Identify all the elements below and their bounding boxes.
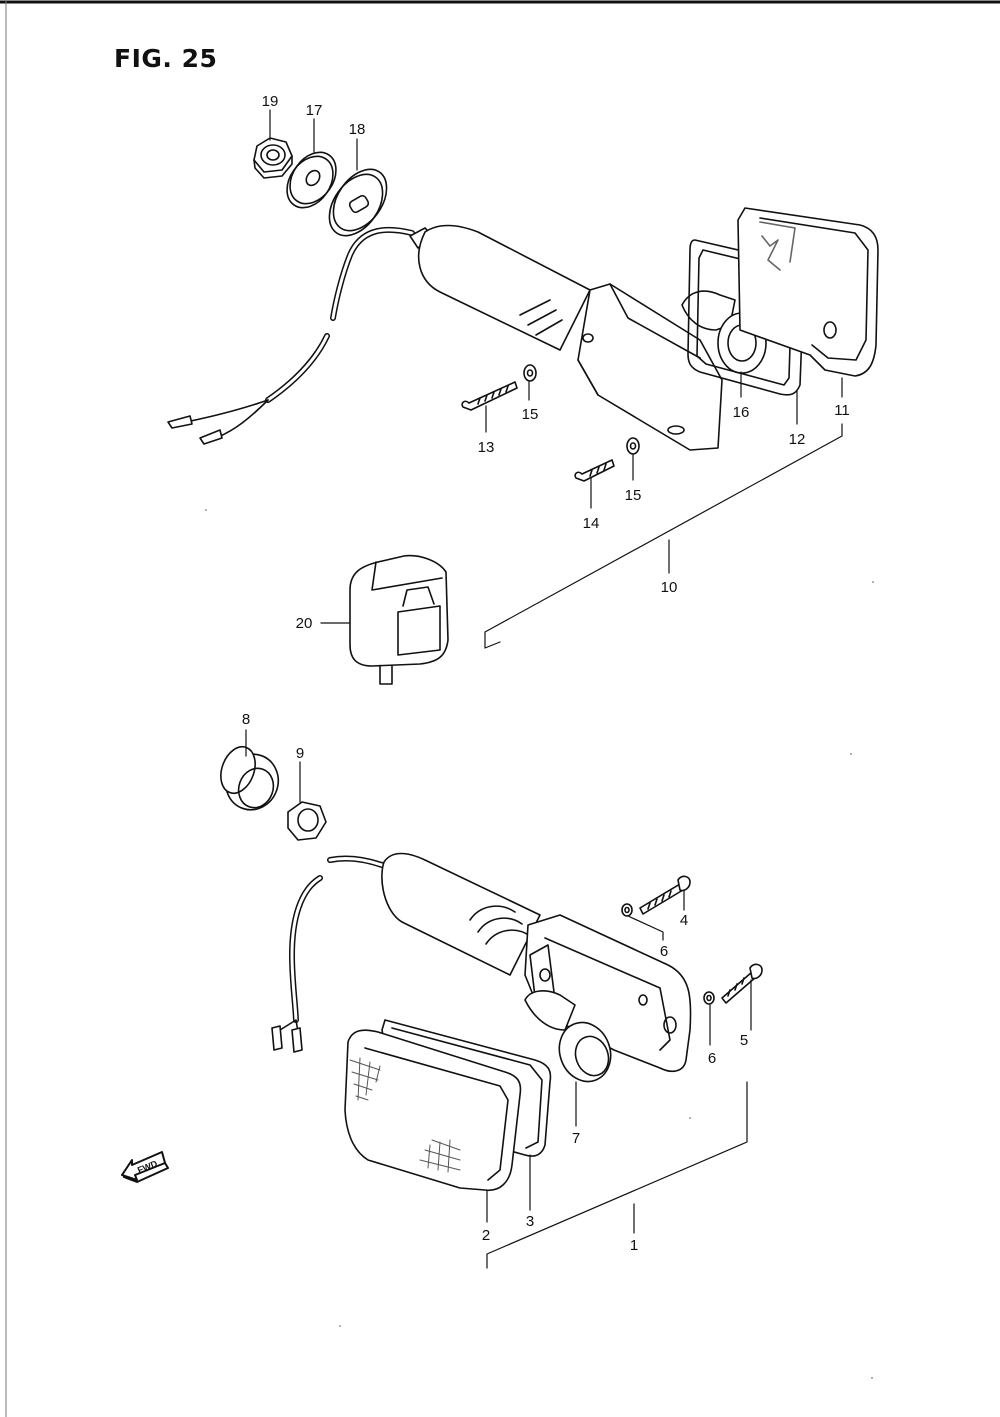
part-14-screw xyxy=(574,459,615,482)
scan-artifacts xyxy=(205,509,874,1379)
part-2-lens xyxy=(344,1029,522,1191)
callout-1: 1 xyxy=(630,1237,638,1254)
callout-4: 4 xyxy=(680,912,688,929)
part-15-nut-upper-a xyxy=(523,364,537,382)
callout-14: 14 xyxy=(583,515,600,532)
callout-15-upper-b: 15 xyxy=(625,487,642,504)
part-3-gasket xyxy=(381,1019,552,1157)
callout-19: 19 xyxy=(262,93,279,110)
figure-title: FIG. 25 xyxy=(114,44,218,73)
part-19-nut xyxy=(253,137,293,179)
callout-2: 2 xyxy=(482,1227,490,1244)
part-17-washer xyxy=(286,151,337,209)
callout-17: 17 xyxy=(306,102,323,119)
part-5-screw xyxy=(721,963,763,1004)
callout-6-b: 6 xyxy=(708,1050,716,1067)
callout-7: 7 xyxy=(572,1130,580,1147)
part-4-screw xyxy=(639,875,691,915)
part-10-signal-housing xyxy=(409,224,723,451)
forward-direction-arrow-icon xyxy=(121,1151,169,1183)
callout-16: 16 xyxy=(733,404,750,421)
part-1-front-signal-housing xyxy=(381,852,692,1073)
callout-3: 3 xyxy=(526,1213,534,1230)
callout-18: 18 xyxy=(349,121,366,138)
callout-12: 12 xyxy=(789,431,806,448)
callout-10: 10 xyxy=(661,579,678,596)
part-6-nut-b xyxy=(703,991,715,1005)
callout-15-upper-a: 15 xyxy=(522,406,539,423)
callout-11: 11 xyxy=(834,402,850,419)
callout-9: 9 xyxy=(296,745,304,762)
part-11-lens xyxy=(737,207,879,377)
upper-wire-harness xyxy=(167,226,415,445)
leader-lines xyxy=(245,109,843,1269)
callout-6-a: 6 xyxy=(660,943,668,960)
callout-5: 5 xyxy=(740,1032,748,1049)
part-13-screw xyxy=(461,381,518,411)
part-18-rubber-washer xyxy=(328,168,388,237)
part-7-bulb xyxy=(524,990,612,1083)
part-9-nut xyxy=(287,801,327,841)
lower-wire-harness xyxy=(271,855,393,1053)
part-20-flasher-relay xyxy=(349,554,449,685)
part-15-nut-upper-b xyxy=(626,437,640,455)
callout-8: 8 xyxy=(242,711,250,728)
part-8-cap xyxy=(220,745,280,811)
callout-13: 13 xyxy=(478,439,495,456)
callout-20: 20 xyxy=(296,615,313,632)
part-6-nut-a xyxy=(621,903,633,917)
